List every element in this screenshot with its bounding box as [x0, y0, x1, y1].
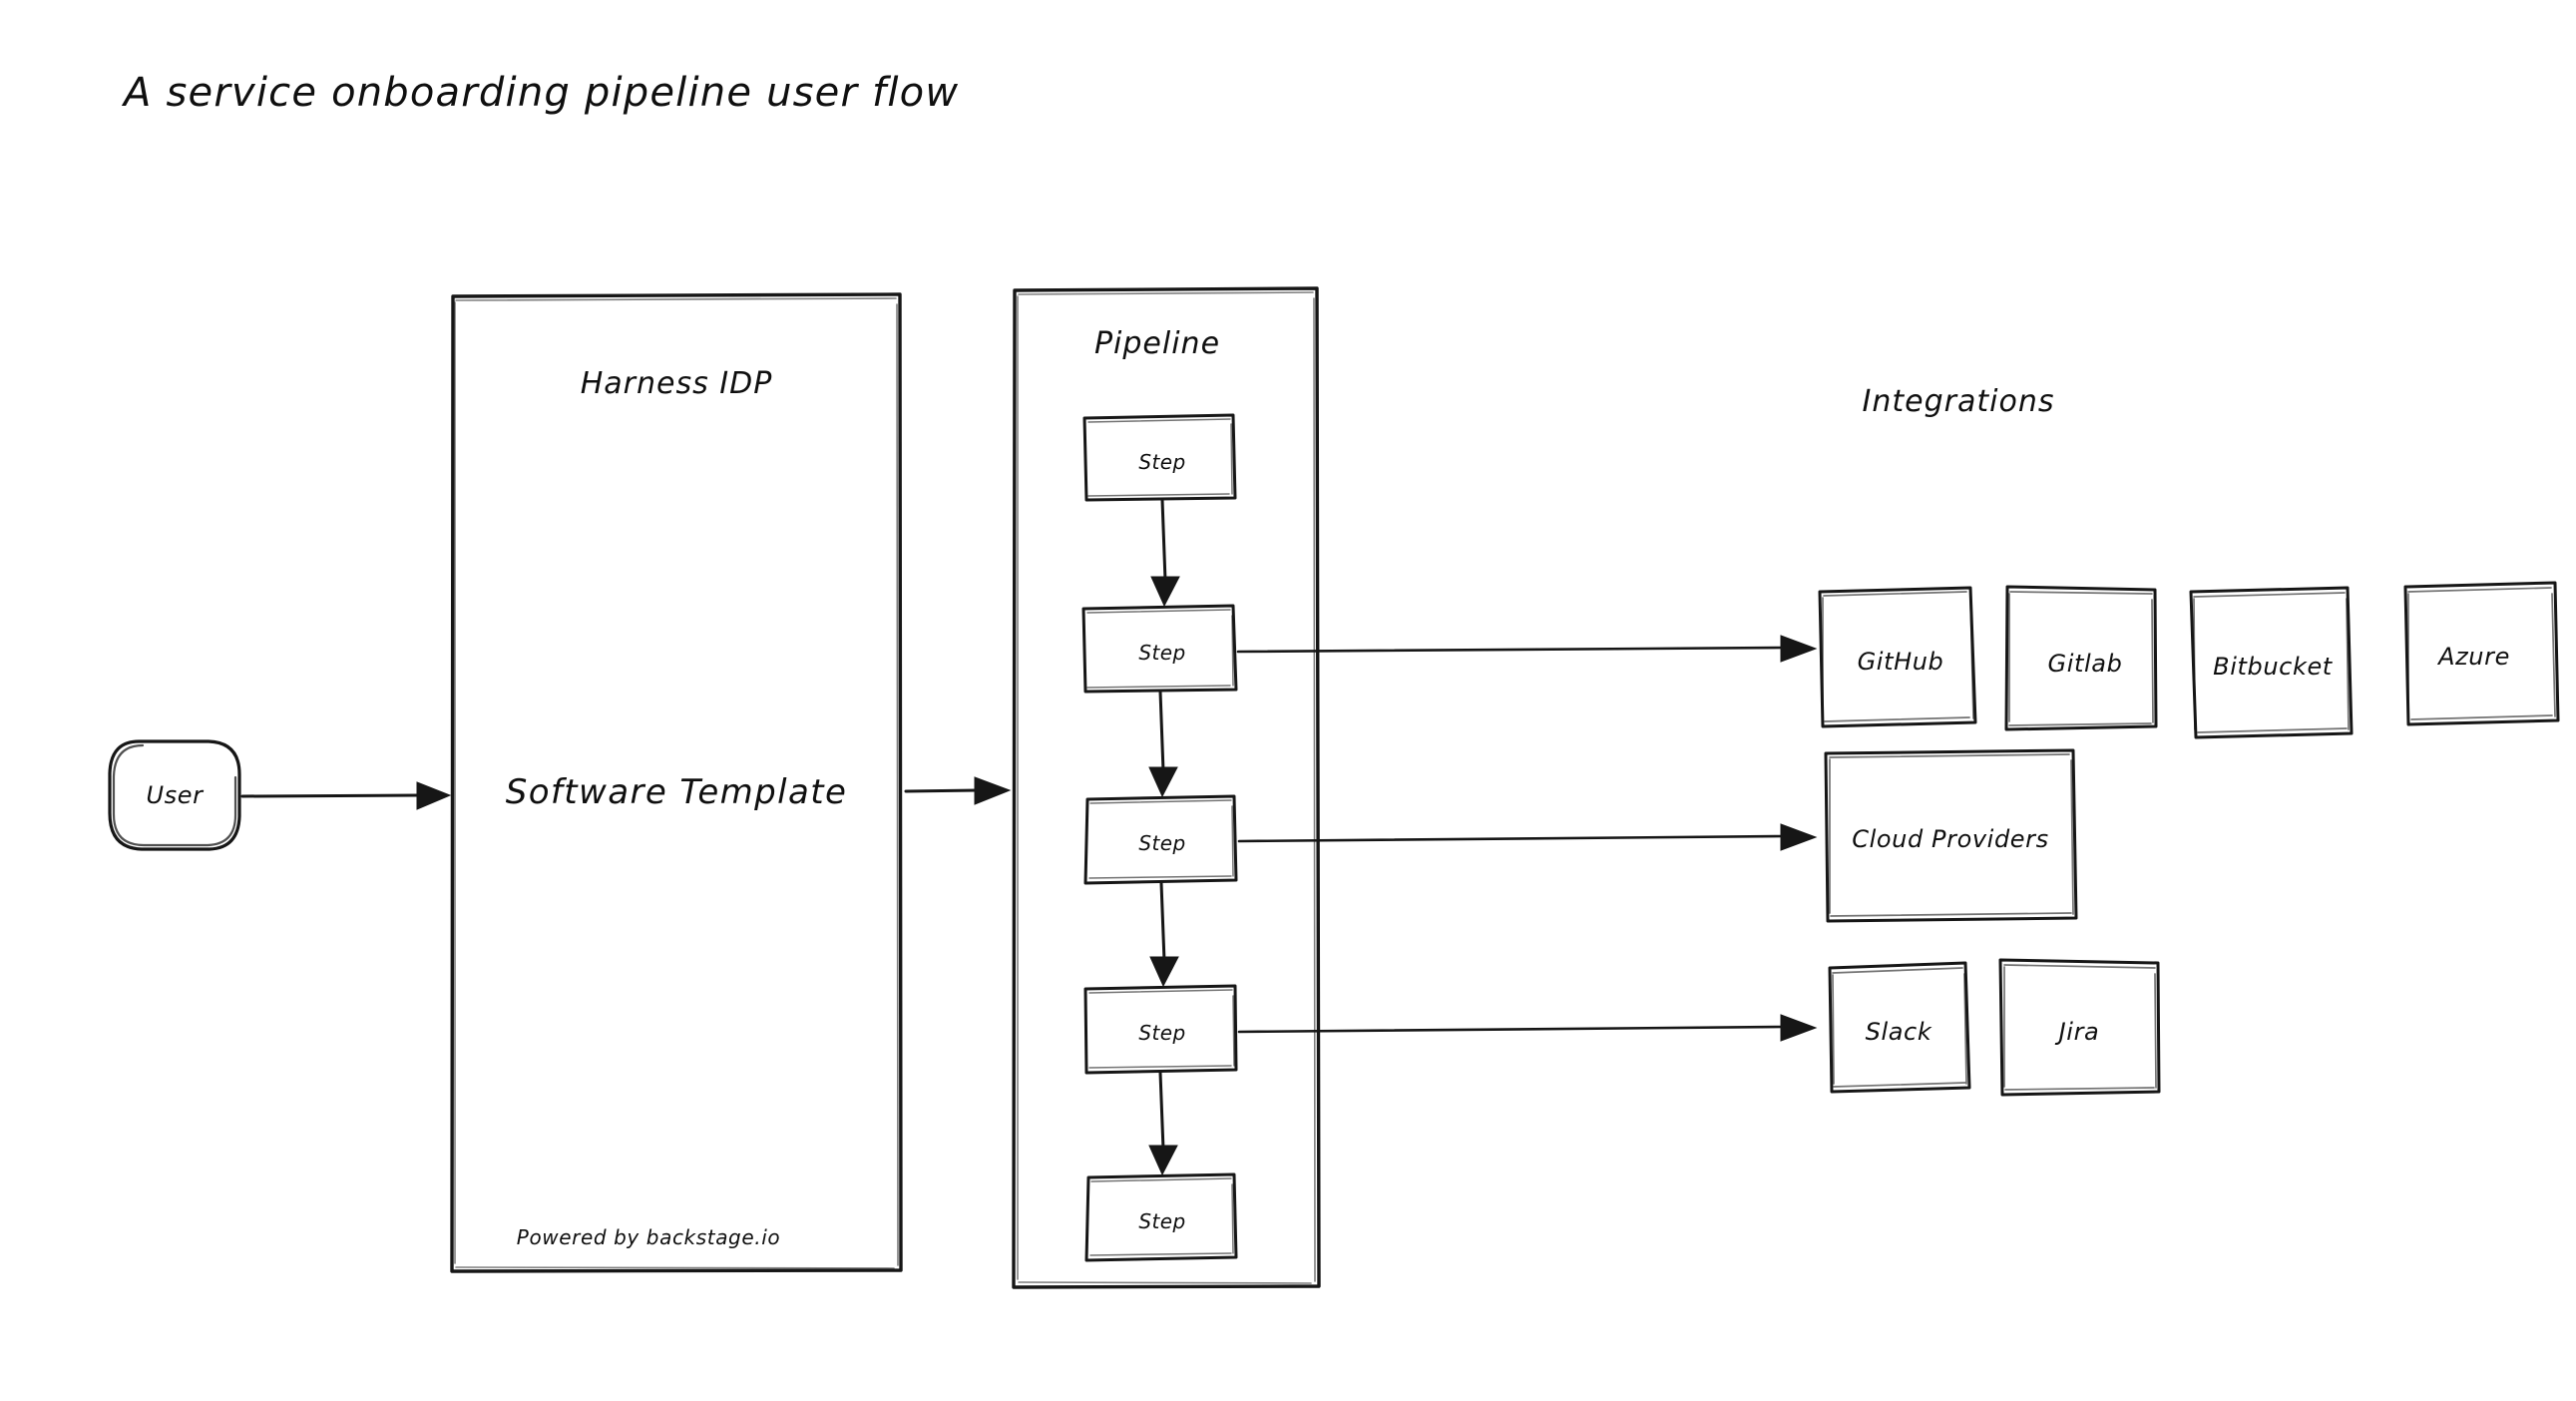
- step-connector-3-4-arrow: [1149, 881, 1179, 988]
- integration-github-label: GitHub: [1857, 648, 1944, 676]
- integration-bitbucket-label: Bitbucket: [2213, 653, 2333, 681]
- integration-gitlab-shape[interactable]: [2004, 585, 2158, 731]
- integration-azure-label: Azure: [2438, 643, 2510, 671]
- integration-azure-shape[interactable]: [2403, 581, 2560, 726]
- integration-slack-label: Slack: [1865, 1018, 1932, 1046]
- step-connector-2-3-arrow: [1148, 690, 1178, 798]
- step4-to-tools-arrow: [1237, 1014, 1818, 1042]
- pipeline-step-2-shape[interactable]: [1081, 604, 1238, 694]
- integration-slack-shape[interactable]: [1828, 961, 1971, 1094]
- pipeline-step-1-label: Step: [1138, 450, 1186, 474]
- integration-cloud-providers-label: Cloud Providers: [1852, 825, 2049, 853]
- pipeline-step-4-label: Step: [1138, 1021, 1186, 1045]
- integration-jira-label: Jira: [2058, 1018, 2100, 1046]
- integration-github-shape[interactable]: [1818, 586, 1977, 728]
- pipeline-step-1-shape[interactable]: [1082, 413, 1237, 502]
- pipeline-step-2-label: Step: [1138, 641, 1186, 665]
- user-node-shape[interactable]: [108, 739, 241, 851]
- step-connector-1-2-arrow: [1150, 498, 1180, 608]
- step2-to-scm-arrow: [1236, 635, 1818, 663]
- idp-to-pipeline-arrow: [904, 776, 1012, 805]
- pipeline-step-3-label: Step: [1138, 831, 1186, 855]
- pipeline-step-5-label: Step: [1138, 1209, 1186, 1233]
- pipeline-title: Pipeline: [1093, 326, 1221, 361]
- step-connector-4-5-arrow: [1148, 1071, 1178, 1176]
- integration-bitbucket-shape[interactable]: [2189, 586, 2354, 739]
- pipeline-step-3-shape[interactable]: [1083, 794, 1238, 885]
- harness-idp-title: Harness IDP: [580, 366, 773, 401]
- page-title: A service onboarding pipeline user flow: [124, 70, 960, 116]
- integration-gitlab-label: Gitlab: [2047, 650, 2123, 678]
- harness-idp-container-shape[interactable]: [450, 292, 903, 1273]
- pipeline-container-shape[interactable]: [1012, 286, 1321, 1289]
- user-to-idp-arrow: [240, 781, 452, 810]
- software-template-label: Software Template: [505, 772, 848, 812]
- pipeline-step-5-shape[interactable]: [1084, 1172, 1238, 1262]
- pipeline-step-4-shape[interactable]: [1083, 984, 1238, 1075]
- step3-to-cloud-arrow: [1237, 823, 1818, 851]
- user-node-label: User: [146, 781, 204, 809]
- integrations-group-label: Integrations: [1862, 384, 2055, 419]
- integration-jira-shape[interactable]: [1998, 958, 2161, 1097]
- powered-by-backstage-label: Powered by backstage.io: [516, 1225, 781, 1249]
- integration-cloud-providers-shape[interactable]: [1824, 748, 2078, 923]
